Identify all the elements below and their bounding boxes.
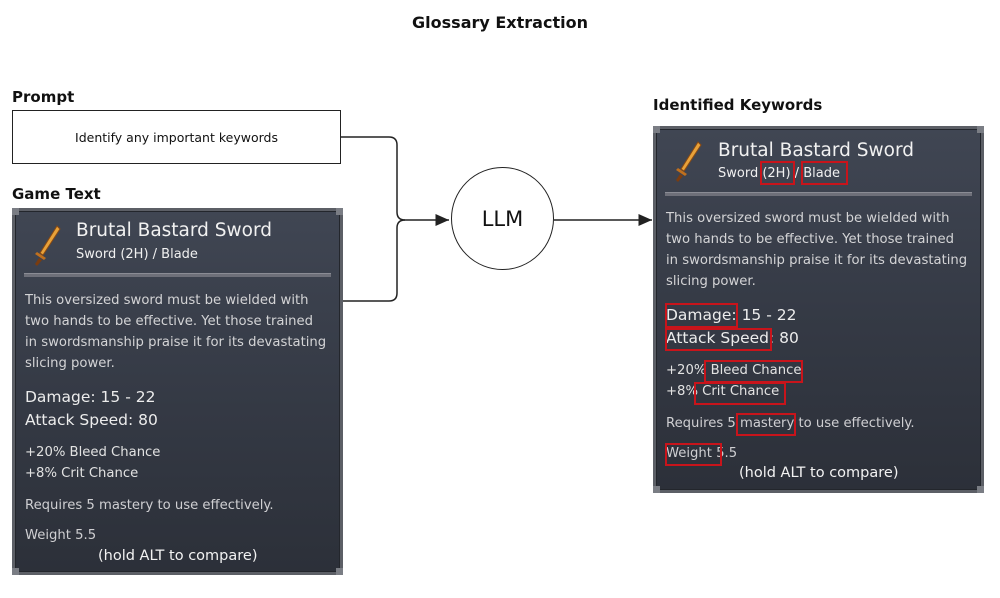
bleed-chance-mod: +20% Bleed Chance [666,363,802,378]
compare-hint: (hold ALT to compare) [98,548,258,564]
desc-line: two hands to be effective. Yet those tra… [666,232,954,247]
desc-line: This oversized sword must be wielded wit… [25,293,309,308]
type-2h-keyword: (2H) [762,166,791,181]
item-description: This oversized sword must be wielded wit… [666,208,981,292]
attack-speed-stat: Attack Speed: 80 [25,411,158,429]
sword-icon [35,225,61,266]
requirement-text: Requires 5 mastery to use effectively. [666,416,915,431]
diagram-title: Glossary Extraction [412,13,588,32]
keyword-highlight-2h [760,161,795,185]
keyword-highlight-weight [665,443,722,466]
keyword-highlight-bleed-chance [704,360,803,383]
item-name: Brutal Bastard Sword [76,220,273,241]
weight-text: Weight 5.5 [25,528,97,543]
item-type: Sword (2H) / Blade [76,247,198,262]
type-blade-keyword: Blade [803,166,840,181]
compare-hint: (hold ALT to compare) [739,465,899,481]
desc-line: This oversized sword must be wielded wit… [666,211,950,226]
type-separator: / [790,166,804,181]
item-type: Sword (2H) / Blade [718,166,840,181]
damage-stat: Damage: 15 - 22 [666,306,797,324]
identified-keywords-card: Brutal Bastard Sword Sword (2H) / Blade … [653,126,984,493]
identified-keywords-label: Identified Keywords [653,96,823,114]
prompt-connector [341,136,449,226]
damage-stat: Damage: 15 - 22 [25,388,156,406]
keyword-highlight-blade [801,161,848,185]
bleed-chance-mod: +20% Bleed Chance [25,445,161,460]
type-prefix: Sword [718,166,763,181]
keyword-highlight-mastery [736,413,796,436]
game-text-label: Game Text [12,185,101,203]
card-divider [665,192,972,196]
attack-speed-stat: Attack Speed: 80 [666,329,799,347]
keyword-highlight-crit-chance [694,382,786,405]
game-text-card: Brutal Bastard Sword Sword (2H) / Blade … [12,208,343,575]
desc-line: in swordsmanship praise it for its devas… [25,335,327,350]
llm-node: LLM [451,167,554,270]
prompt-label: Prompt [12,88,75,106]
item-description: This oversized sword must be wielded wit… [25,290,340,374]
desc-line: two hands to be effective. Yet those tra… [25,314,313,329]
item-name: Brutal Bastard Sword [718,140,915,161]
crit-chance-mod: +8% Crit Chance [666,384,780,399]
prompt-text: Identify any important keywords [75,129,278,145]
desc-line: slicing power. [25,356,115,371]
keyword-highlight-damage [665,303,738,328]
crit-chance-mod: +8% Crit Chance [25,466,139,481]
requirement-text: Requires 5 mastery to use effectively. [25,498,274,513]
prompt-box: Identify any important keywords [12,110,341,164]
keyword-highlight-attack-speed [665,328,772,351]
llm-label: LLM [481,206,524,231]
desc-line: in swordsmanship praise it for its devas… [666,253,968,268]
card-divider [24,273,331,277]
desc-line: slicing power. [666,274,756,289]
game-text-connector [343,219,406,302]
sword-icon [676,141,702,182]
